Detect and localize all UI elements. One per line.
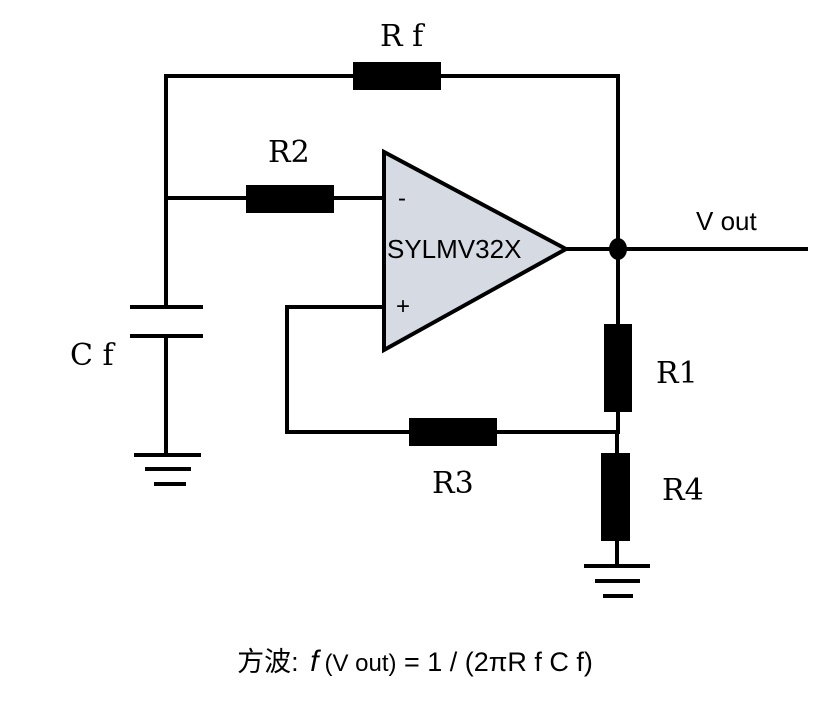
ground-icon xyxy=(134,453,201,486)
opamp-inverting-sign: - xyxy=(398,185,406,212)
label-rf: R f xyxy=(380,19,425,54)
formula-caption: 方波: f(V out) = 1 / (2πR f C f) xyxy=(0,640,830,679)
label-r3: R3 xyxy=(432,466,474,501)
resistor-r2 xyxy=(246,185,334,213)
caption-output-ref: (V out) xyxy=(324,650,397,677)
caption-prefix: 方波: xyxy=(237,647,299,677)
caption-formula: = 1 / (2πR f C f) xyxy=(404,647,593,677)
ground-icon xyxy=(584,564,650,598)
label-r1: R1 xyxy=(656,356,698,391)
label-cf: C f xyxy=(70,338,115,373)
caption-frequency-symbol: f xyxy=(310,645,319,678)
label-vout: V out xyxy=(696,206,757,236)
resistor-rf xyxy=(353,62,441,90)
opamp-triangle xyxy=(382,148,571,354)
label-r2: R2 xyxy=(268,135,310,170)
opamp-part-number: SYLMV32X xyxy=(387,234,521,264)
opamp-noninverting-sign: + xyxy=(396,293,410,320)
wire-r3-loop xyxy=(285,305,620,434)
resistor-r3 xyxy=(409,418,497,446)
resistor-r4 xyxy=(601,453,630,541)
resistor-r1 xyxy=(604,324,632,412)
label-r4: R4 xyxy=(662,473,704,508)
